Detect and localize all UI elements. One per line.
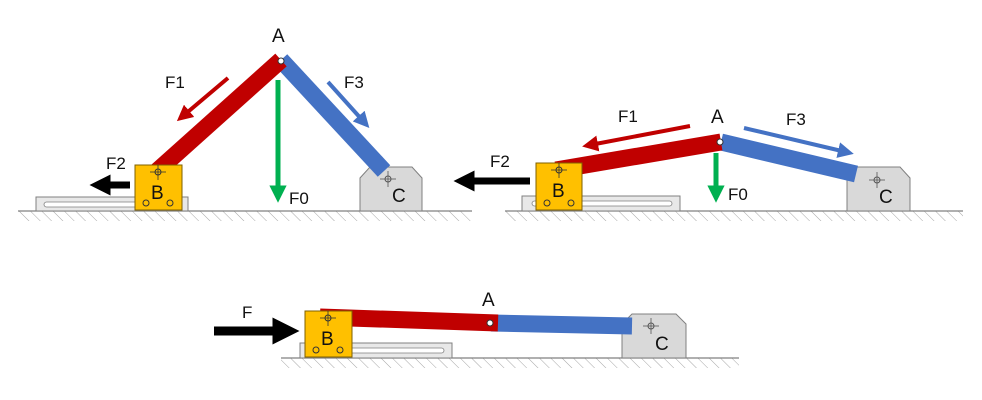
- support-label-c: C: [655, 334, 669, 355]
- diagram-3: A B C F: [214, 290, 739, 368]
- force-label-f0: F0: [728, 185, 748, 204]
- force-label-f1: F1: [618, 107, 638, 126]
- link-ac: [719, 133, 858, 183]
- force-arrow-f3: [743, 126, 854, 158]
- link-ac: [274, 54, 391, 177]
- slider-label-b: B: [151, 183, 164, 204]
- support-label-c: C: [879, 187, 893, 208]
- force-label-f0: F0: [289, 189, 309, 208]
- slider-b: [304, 310, 353, 358]
- slider-b: [134, 164, 183, 211]
- force-arrow-f1: [582, 124, 691, 152]
- force-label-f1: F1: [165, 73, 185, 92]
- force-label-f2: F2: [106, 154, 126, 173]
- slider-b: [535, 162, 583, 211]
- diagram-2: A B C F0 F1 F2 F3: [453, 107, 963, 221]
- support-label-c: C: [392, 186, 406, 207]
- force-arrow-f3: [326, 80, 370, 128]
- joint-a: [486, 319, 494, 327]
- joint-label-a: A: [711, 107, 724, 128]
- force-arrow-f1: [176, 76, 230, 122]
- ground: [281, 357, 739, 368]
- joint-label-a: A: [482, 290, 495, 311]
- link-ac: [490, 314, 633, 335]
- force-label-f: F: [242, 303, 252, 322]
- force-label-f2: F2: [490, 152, 510, 171]
- link-ab: [150, 53, 287, 179]
- force-label-f3: F3: [786, 110, 806, 129]
- ground: [18, 210, 472, 221]
- joint-a: [277, 57, 285, 65]
- slider-label-b: B: [552, 181, 565, 202]
- diagram-1: A B C F0 F1 F2 F3: [18, 26, 472, 221]
- joint-label-a: A: [272, 26, 285, 47]
- slider-label-b: B: [321, 329, 334, 350]
- link-ab: [554, 133, 723, 179]
- force-label-f3: F3: [344, 73, 364, 92]
- joint-a: [716, 138, 724, 146]
- support-c: [359, 166, 423, 212]
- ground: [505, 210, 963, 221]
